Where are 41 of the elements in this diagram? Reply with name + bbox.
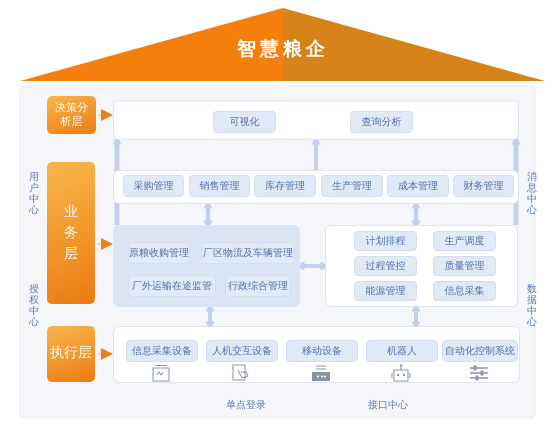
module-chip: 库存管理 bbox=[254, 175, 316, 197]
module-chip: 行政综合管理 bbox=[225, 275, 291, 297]
layer-panel bbox=[325, 225, 518, 307]
layer-panel bbox=[113, 326, 520, 383]
module-chip: 成本管理 bbox=[387, 175, 449, 197]
side-label: 接口中心 bbox=[368, 398, 408, 412]
side-label: 消息中心 bbox=[527, 172, 537, 216]
arrow bbox=[96, 348, 113, 360]
layer-panel bbox=[113, 100, 519, 140]
module-chip: 采购管理 bbox=[123, 175, 184, 197]
module-chip: 人机交互设备 bbox=[206, 340, 278, 362]
side-label: 用户中心 bbox=[29, 172, 39, 216]
arrow bbox=[96, 238, 113, 250]
module-chip: 移动设备 bbox=[286, 340, 358, 362]
module-chip: 信息采集 bbox=[433, 281, 496, 301]
module-chip: 能源管理 bbox=[354, 281, 417, 301]
side-label: 数据中心 bbox=[527, 284, 537, 328]
module-chip: 信息采集设备 bbox=[126, 340, 198, 362]
layer-label: 业务层 bbox=[47, 162, 95, 304]
side-label: 单点登录 bbox=[226, 398, 266, 412]
module-chip: 厂区物流及车辆管理 bbox=[201, 242, 295, 264]
title: 智慧粮企 bbox=[236, 37, 330, 62]
module-chip: 查询分析 bbox=[350, 111, 413, 133]
module-chip: 机器人 bbox=[366, 340, 438, 362]
module-chip: 财务管理 bbox=[453, 175, 514, 197]
module-chip: 厂外运输在途监管 bbox=[128, 275, 216, 297]
module-chip: 原粮收购管理 bbox=[128, 242, 190, 264]
module-chip: 计划排程 bbox=[354, 231, 417, 251]
layer-label: 决策分析层 bbox=[47, 96, 96, 134]
module-chip: 自动化控制系统 bbox=[442, 340, 518, 362]
module-chip: 可视化 bbox=[213, 111, 276, 133]
module-chip: 生产管理 bbox=[321, 175, 383, 197]
layer-panel bbox=[113, 225, 300, 307]
layer-panel bbox=[113, 170, 519, 204]
module-chip: 过程管控 bbox=[354, 256, 417, 276]
layer-label: 执行层 bbox=[47, 326, 95, 382]
side-label: 授权中心 bbox=[29, 284, 39, 328]
module-chip: 生产调度 bbox=[433, 231, 496, 251]
module-chip: 质量管理 bbox=[433, 256, 496, 276]
module-chip: 销售管理 bbox=[189, 175, 250, 197]
arrow bbox=[98, 109, 113, 121]
